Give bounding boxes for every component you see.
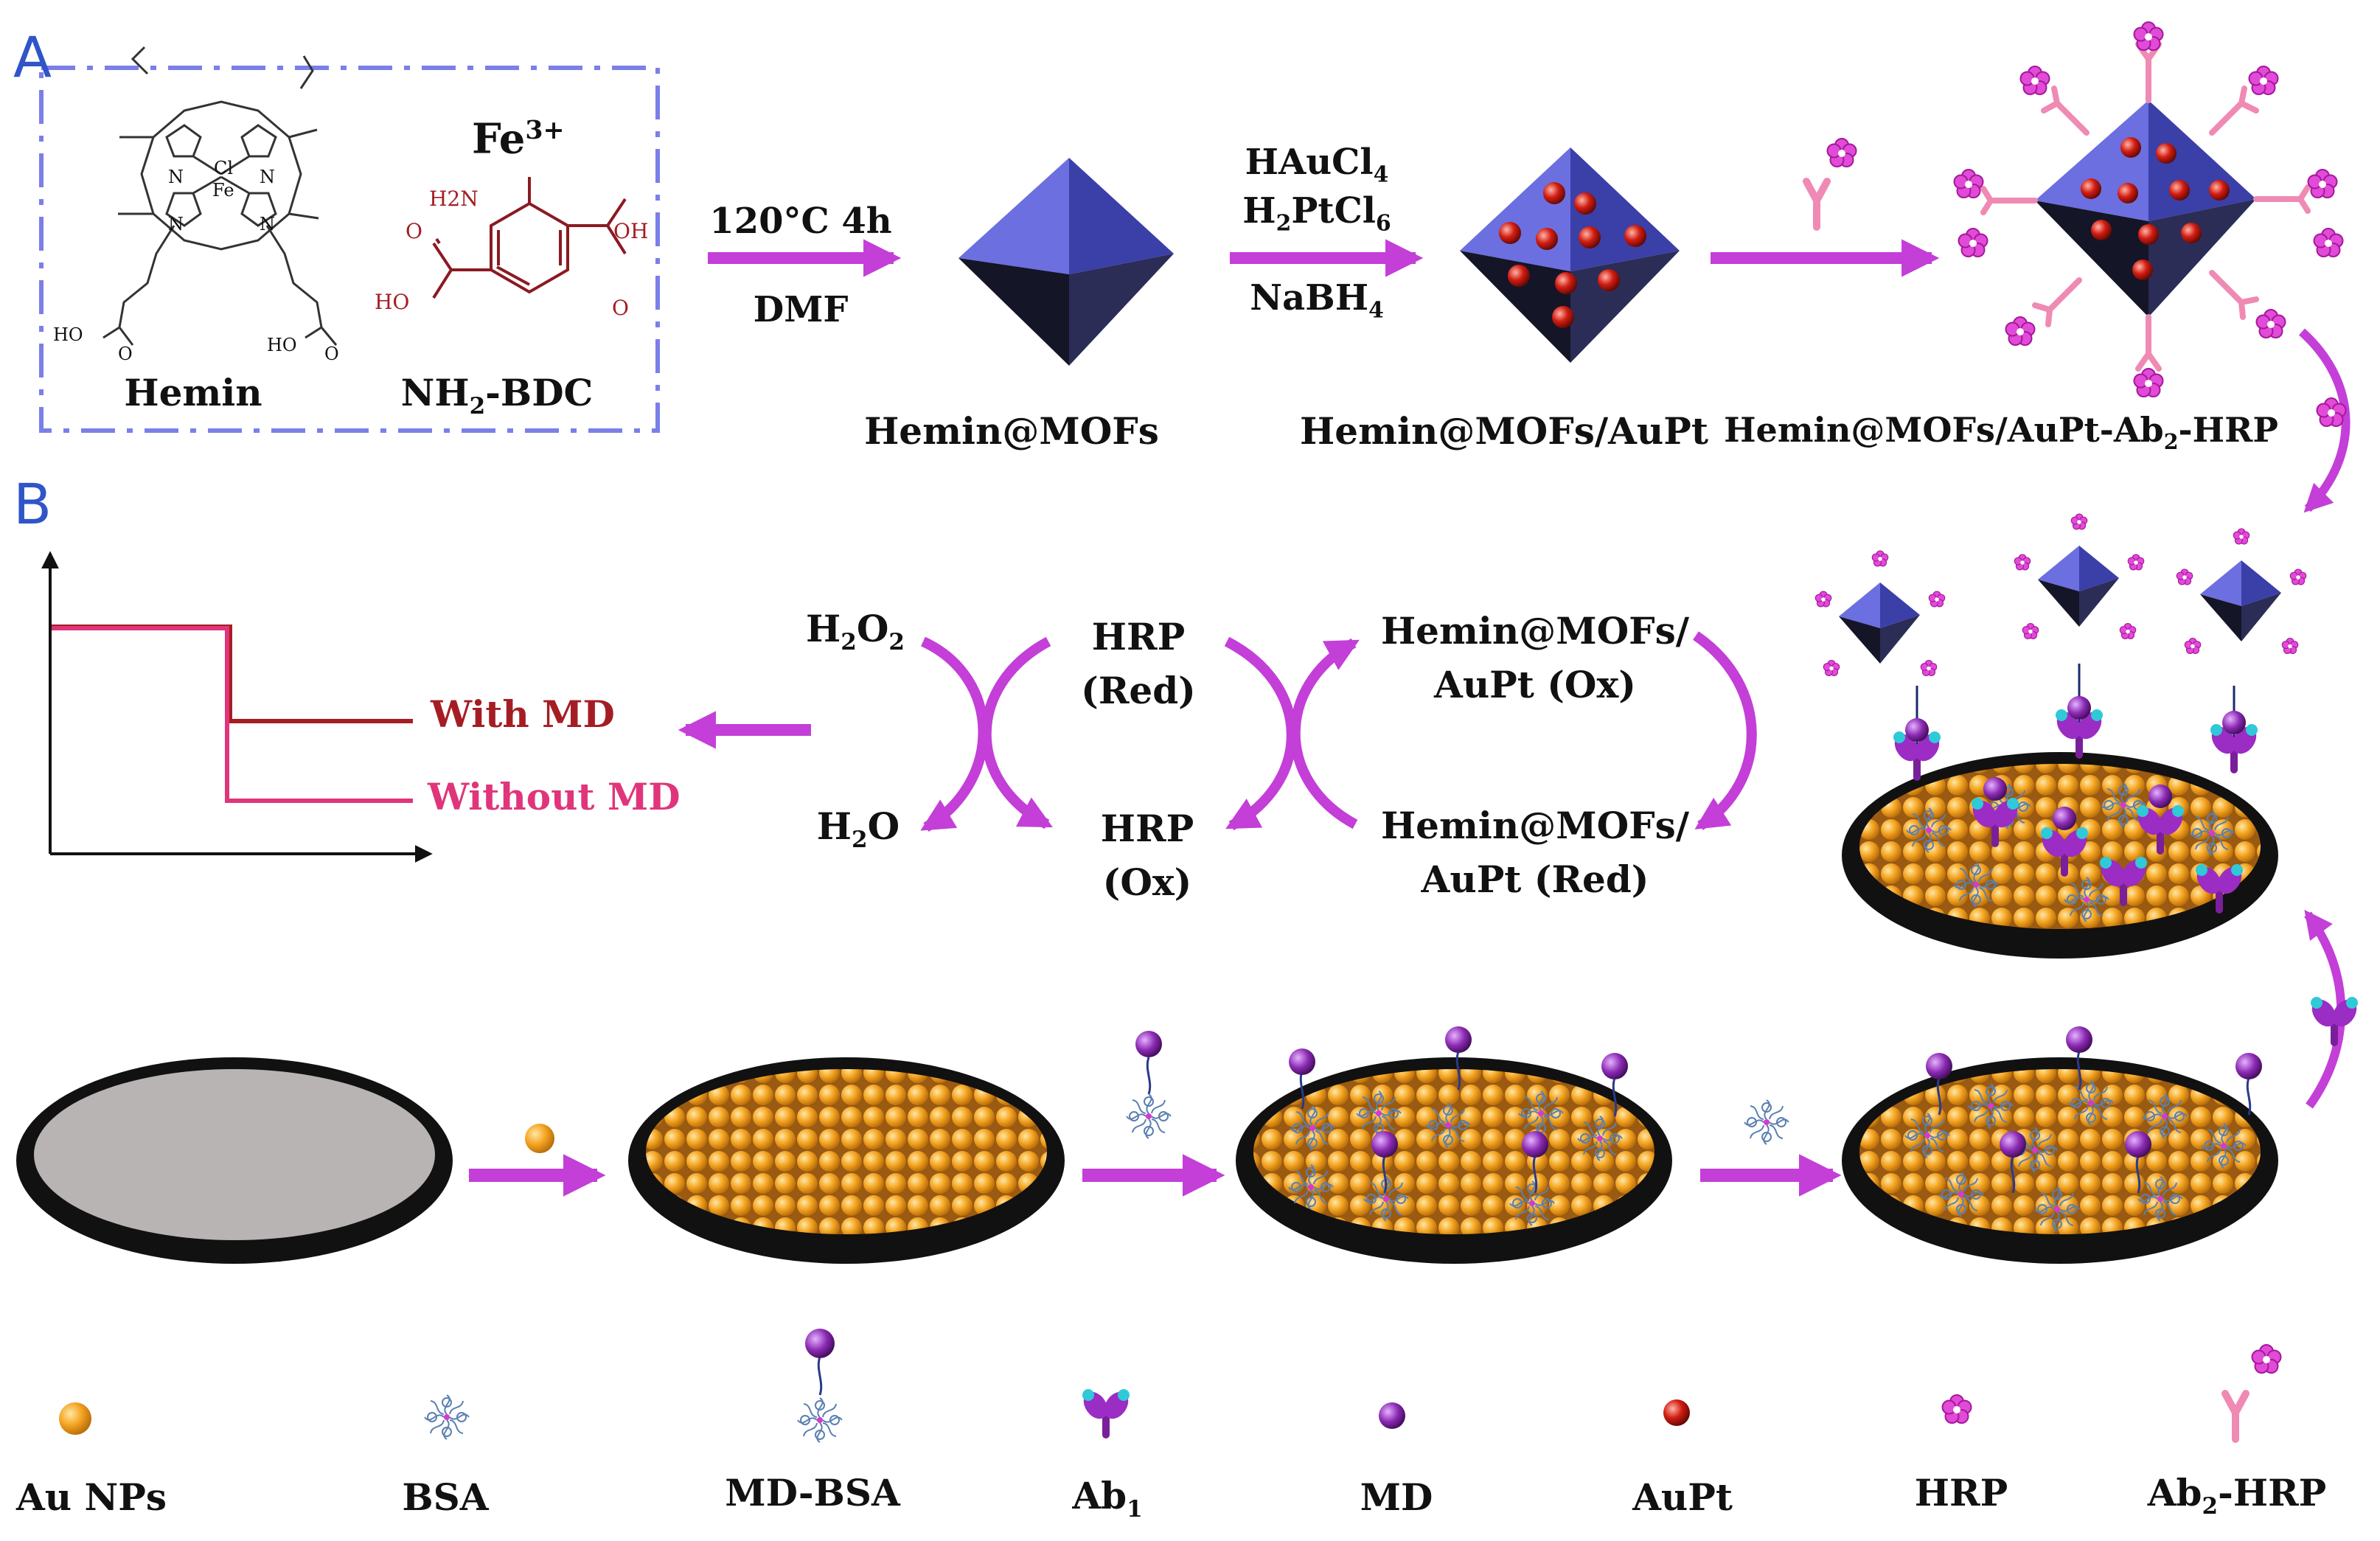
- legend-label-ab1: Ab1: [1072, 1474, 1143, 1523]
- legend-label-au-nps: Au NPs: [15, 1475, 167, 1519]
- trace-without-md: [52, 626, 413, 803]
- ab2-hrp-reagent: [1806, 138, 1857, 227]
- atom-o-1: O: [118, 344, 133, 364]
- step1-solvent: DMF: [753, 289, 849, 330]
- md-bsa-reagent: [1126, 1031, 1172, 1139]
- hemin-structure: [102, 46, 338, 346]
- legend-label-aupt: AuPt: [1632, 1475, 1733, 1519]
- legend-label-bsa: BSA: [402, 1475, 489, 1519]
- au-np-reagent: [525, 1124, 554, 1153]
- legend-label-md-bsa: MD-BSA: [725, 1471, 900, 1514]
- electrode-md-bsa: [1236, 1026, 1672, 1264]
- mof-aupt-ab2-hrp-conjugate: [1953, 21, 2344, 397]
- atom-oh: OH: [613, 219, 649, 243]
- label-hrp-red: HRP(Red): [1081, 615, 1196, 712]
- linker-structure: [432, 177, 627, 299]
- atom-n1: N: [168, 167, 184, 187]
- product-hemin-mofs: Hemin@MOFs: [864, 409, 1159, 453]
- legend-without-md: Without MD: [428, 775, 681, 818]
- atom-ho-linker: HO: [375, 290, 410, 314]
- reagent-box: [39, 66, 660, 433]
- curved-arrows-right: [2298, 328, 2351, 1109]
- label-h2o: H2O: [816, 804, 900, 853]
- electrode-bare: [16, 1057, 453, 1264]
- legend-label-ab2-hrp: Ab2-HRP: [2147, 1471, 2327, 1520]
- atom-fe: Fe: [212, 180, 234, 201]
- step1-condition: 120°C 4h: [709, 201, 892, 242]
- atom-o-linker-1: O: [406, 219, 422, 243]
- trace-with-md: [52, 625, 413, 723]
- legend-with-md: With MD: [431, 692, 615, 736]
- atom-h2n: H2N: [429, 187, 479, 211]
- mof-aupt-octahedron: [1460, 147, 1680, 363]
- step2-reagent-1: HAuCl4: [1245, 142, 1389, 188]
- product-conjugate: Hemin@MOFs/AuPt-Ab2-HRP: [1724, 410, 2278, 455]
- atom-n3: N: [168, 214, 184, 234]
- atom-n2: N: [260, 167, 275, 187]
- legend-label-md: MD: [1360, 1475, 1433, 1519]
- product-hemin-mofs-aupt: Hemin@MOFs/AuPt: [1300, 409, 1708, 453]
- legend-icons: [59, 1329, 2282, 1443]
- label-mof-ox: Hemin@MOFs/AuPt (Ox): [1380, 609, 1690, 706]
- mof-octahedron: [958, 158, 1174, 366]
- bsa-reagent: [1744, 1099, 1789, 1145]
- hemin-label: Hemin: [124, 371, 262, 414]
- label-hrp-ox: HRP(Ox): [1100, 807, 1194, 904]
- atom-cl: Cl: [214, 158, 234, 178]
- linker-label: NH2-BDC: [400, 371, 594, 420]
- ab1-icon-small: [2307, 995, 2362, 1043]
- panel-label-b: B: [13, 471, 52, 537]
- electrode-au: [628, 1057, 1065, 1264]
- legend-label-hrp: HRP: [1914, 1471, 2008, 1514]
- fe-ion-label: Fe3+: [472, 114, 565, 164]
- atom-ho-1: HO: [53, 324, 83, 345]
- atom-ho-2: HO: [267, 335, 297, 355]
- electrode-final: [1814, 513, 2307, 959]
- step2-reagent-3: NaBH4: [1250, 277, 1384, 324]
- atom-o-2: O: [324, 344, 339, 364]
- panel-label-a: A: [13, 24, 52, 90]
- atom-o-linker-2: O: [612, 296, 629, 320]
- label-mof-red: Hemin@MOFs/AuPt (Red): [1380, 804, 1690, 901]
- atom-n4: N: [260, 214, 275, 234]
- step2-reagent-2: H2PtCl6: [1242, 190, 1391, 237]
- catalytic-cycle-arrows: [920, 631, 1757, 832]
- signal-plot: [41, 551, 433, 863]
- label-h2o2: H2O2: [806, 607, 905, 655]
- electrode-blocked: [1842, 1026, 2278, 1264]
